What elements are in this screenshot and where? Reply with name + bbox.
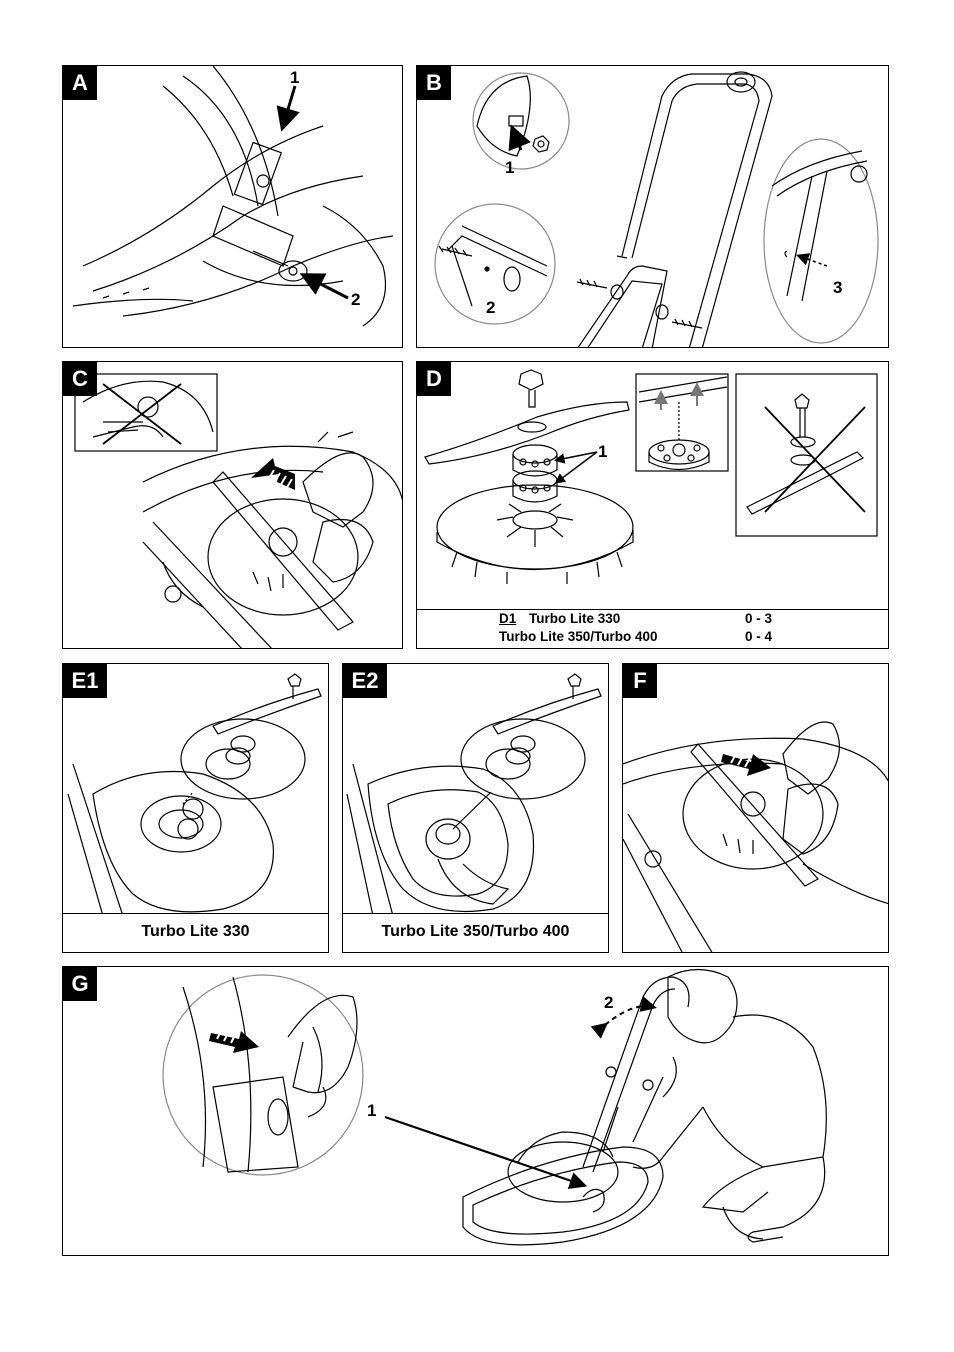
callout-arrows <box>276 85 349 300</box>
blade-fitting-330-illustration <box>67 673 322 916</box>
blade-fitting-350-400-illustration <box>346 673 602 916</box>
blade-secure-illustration <box>623 721 888 952</box>
panel-label: C <box>63 362 97 396</box>
incorrect-method-inset <box>74 373 218 452</box>
spacer-assembly-illustration <box>424 369 878 584</box>
panel-b: B <box>416 65 889 348</box>
blade-tighten-illustration <box>142 431 402 648</box>
panel-d: D <box>416 361 889 649</box>
panel-c: C <box>62 361 403 649</box>
callout-3: 3 <box>833 278 843 297</box>
blade-removal-illustration <box>72 66 394 327</box>
spacer-range: 0 - 4 <box>745 629 773 644</box>
panel-label: B <box>417 66 451 100</box>
callout-1: 1 <box>598 442 608 461</box>
panel-caption: Turbo Lite 350/Turbo 400 <box>343 913 608 952</box>
callout-arrows <box>209 996 657 1190</box>
panel-label: D <box>417 362 451 396</box>
spacer-range: 0 - 3 <box>745 611 773 626</box>
panel-g: G 1 2 <box>62 966 889 1256</box>
panel-label: G <box>63 967 97 1001</box>
callout-1: 1 <box>367 1101 377 1120</box>
callout-2: 2 <box>486 298 496 317</box>
panel-e2: E2 Turbo Lite 350/Turbo 400 <box>342 663 609 953</box>
panel-label: E2 <box>343 664 387 698</box>
rotation-arrow <box>251 458 295 490</box>
handle-assembly-illustration <box>434 71 879 347</box>
callout-2: 2 <box>351 290 361 309</box>
model-name: Turbo Lite 330 <box>529 611 621 626</box>
panel-label: E1 <box>63 664 107 698</box>
callout-1: 1 <box>290 68 300 87</box>
panel-label: A <box>63 66 97 100</box>
panel-a: A 1 2 <box>62 65 403 348</box>
table-row: D1 Turbo Lite 330 0 - 3 <box>499 611 839 627</box>
direction-arrow <box>721 753 771 776</box>
table-ref: D1 <box>499 611 517 626</box>
panel-label: F <box>623 664 657 698</box>
callout-arrows <box>554 382 704 484</box>
callout-1: 1 <box>505 158 515 177</box>
panel-f: F <box>622 663 889 953</box>
panel-caption: Turbo Lite 330 <box>63 913 328 952</box>
callout-2: 2 <box>604 993 614 1012</box>
model-name: Turbo Lite 350/Turbo 400 <box>499 629 658 644</box>
table-row: Turbo Lite 350/Turbo 400 0 - 4 <box>499 629 839 645</box>
callout-arrows <box>508 124 828 267</box>
spacer-count-table: D1 Turbo Lite 330 0 - 3 Turbo Lite 350/T… <box>417 609 888 648</box>
panel-e1: E1 Turbo Lite 330 <box>62 663 329 953</box>
